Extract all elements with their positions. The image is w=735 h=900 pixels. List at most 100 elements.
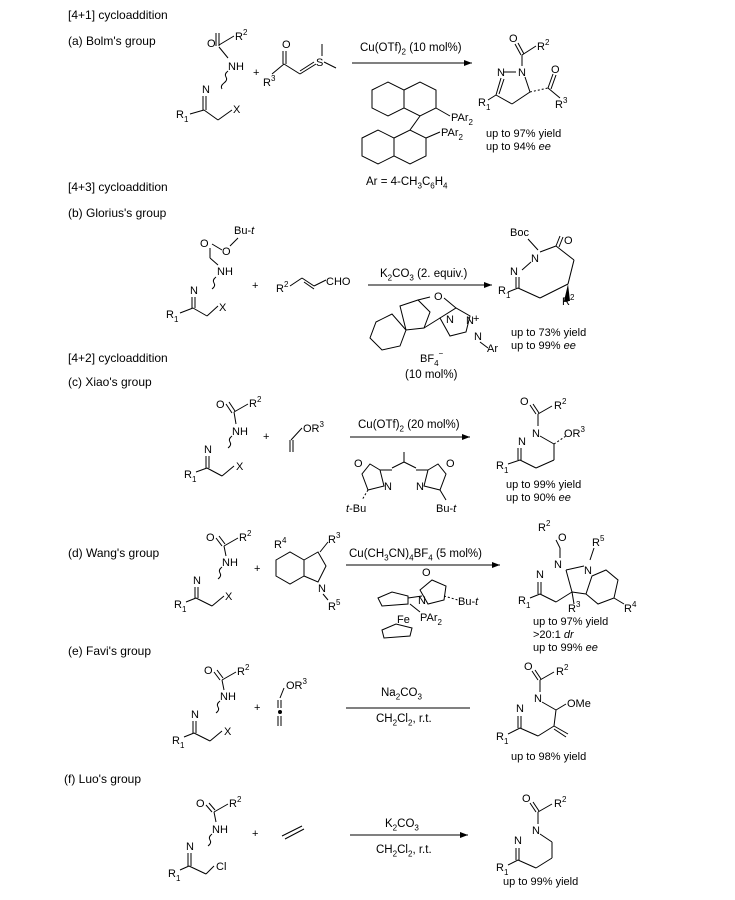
- svg-text:O: O: [509, 33, 518, 45]
- svg-text:N: N: [584, 565, 592, 577]
- svg-text:X: X: [224, 726, 232, 738]
- svg-text:R1: R1: [496, 460, 509, 475]
- svg-text:O: O: [558, 532, 567, 544]
- svg-text:CHO: CHO: [326, 276, 351, 288]
- substrate-hydrazone-a: O R2 NH N R1 X: [176, 28, 248, 124]
- svg-text:O: O: [207, 38, 216, 50]
- svg-text:PAr2: PAr2: [441, 127, 464, 142]
- svg-text:R2: R2: [237, 663, 250, 678]
- results-d: up to 97% yield >20:1 dr up to 99% ee: [533, 616, 608, 655]
- svg-text:Ar: Ar: [487, 343, 498, 355]
- svg-text:R2: R2: [249, 395, 262, 410]
- group-label-f: (f) Luo's group: [64, 772, 141, 786]
- condition-e-2: CH2Cl2, r.t.: [376, 713, 432, 728]
- substrate-hydrazone-b: Bu-t O O NH N R1 X: [166, 225, 255, 324]
- svg-text:O: O: [551, 64, 560, 76]
- alkoxyallene: OR3: [277, 677, 308, 726]
- box-ligand: O N O N t-Bu Bu-t: [346, 452, 457, 515]
- result-line: up to 98% yield: [511, 751, 587, 763]
- svg-text:N: N: [532, 825, 540, 837]
- svg-text:R2: R2: [562, 293, 575, 308]
- svg-text:OR3: OR3: [286, 677, 308, 692]
- svg-text:N: N: [384, 481, 392, 493]
- svg-text:R3: R3: [263, 74, 276, 89]
- section-header-4-3: [4+3] cycloaddition: [68, 180, 168, 194]
- substrate-hydrazone-e: O R2 NH N R1 X: [172, 663, 250, 750]
- catalyst-note-b: (10 mol%): [405, 369, 458, 381]
- svg-text:R1: R1: [496, 862, 509, 877]
- svg-text:t-Bu: t-Bu: [346, 503, 366, 515]
- svg-text:R2: R2: [537, 38, 550, 53]
- svg-text:O: O: [354, 458, 363, 470]
- results-c: up to 99% yield up to 90% ee: [506, 479, 581, 505]
- results-e: up to 98% yield: [511, 751, 586, 764]
- svg-text:N: N: [191, 709, 199, 721]
- svg-text:N: N: [518, 436, 526, 448]
- svg-text:N: N: [466, 315, 474, 327]
- condition-e: Na2CO3: [381, 687, 422, 702]
- svg-text:OMe: OMe: [567, 698, 591, 710]
- svg-text:NH: NH: [228, 61, 244, 73]
- svg-text:R2: R2: [554, 397, 567, 412]
- svg-text:N: N: [202, 84, 210, 96]
- svg-text:N: N: [514, 835, 522, 847]
- svg-text:R3: R3: [568, 600, 581, 615]
- svg-text:Fe: Fe: [397, 614, 410, 626]
- result-line: up to 99% yield: [503, 876, 579, 888]
- group-label-d: (d) Wang's group: [68, 546, 160, 560]
- svg-text:N: N: [534, 693, 542, 705]
- svg-text:O: O: [206, 532, 215, 544]
- condition-a: Cu(OTf)2 (10 mol%): [360, 42, 462, 57]
- svg-text:R1: R1: [166, 309, 179, 324]
- substrate-hydrazone-c: O R2 NH N R1 X: [184, 395, 262, 484]
- svg-text:R2: R2: [235, 28, 248, 43]
- svg-text:O: O: [524, 661, 533, 673]
- results-b: up to 73% yield up to 99% ee: [511, 327, 586, 353]
- condition-b: K2CO3 (2. equiv.): [380, 268, 468, 283]
- product-pyrazoline-a: O R2 N N R1 O R3: [478, 33, 568, 112]
- result-line: up to 99% yield: [506, 479, 582, 491]
- svg-text:N: N: [516, 703, 524, 715]
- svg-text:O: O: [564, 235, 573, 247]
- svg-text:O: O: [422, 567, 431, 579]
- svg-text:PAr2: PAr2: [451, 112, 474, 127]
- result-line: up to 99% ee: [533, 642, 598, 654]
- svg-text:R2: R2: [554, 795, 567, 810]
- svg-text:X: X: [233, 104, 241, 116]
- svg-text:R5: R5: [592, 534, 605, 549]
- svg-text:N: N: [518, 67, 526, 79]
- svg-text:N: N: [318, 583, 326, 595]
- group-label-a: (a) Bolm's group: [68, 34, 156, 48]
- group-label-b: (b) Glorius's group: [68, 206, 167, 220]
- substrate-hydrazone-d: O R2 NH N R1 X: [174, 529, 252, 614]
- condition-f-2: CH2Cl2, r.t.: [376, 844, 432, 859]
- condition-d: Cu(CH3CN)4BF4 (5 mol%): [349, 548, 482, 563]
- result-line: up to 94% ee: [486, 141, 551, 153]
- svg-text:N: N: [497, 67, 505, 79]
- condition-c: Cu(OTf)2 (20 mol%): [358, 419, 460, 434]
- svg-text:+: +: [473, 313, 479, 325]
- svg-text:OR3: OR3: [564, 425, 586, 440]
- svg-text:R3: R3: [555, 96, 568, 111]
- svg-text:Bu-t: Bu-t: [436, 503, 457, 515]
- svg-text:R2: R2: [556, 663, 569, 678]
- ferrocene-ligand: Fe O N Bu-t PAr2: [377, 567, 479, 639]
- svg-text:Cl: Cl: [216, 861, 226, 873]
- svg-text:N: N: [446, 314, 454, 326]
- svg-text:O: O: [200, 238, 209, 250]
- svg-text:O: O: [522, 793, 531, 805]
- svg-text:X: X: [225, 591, 233, 603]
- svg-text:R1: R1: [176, 109, 189, 124]
- svg-text:BF4−: BF4−: [420, 349, 444, 368]
- svg-text:R1: R1: [184, 469, 197, 484]
- svg-text:N: N: [532, 428, 540, 440]
- svg-text:N: N: [418, 595, 426, 607]
- svg-text:R2: R2: [276, 280, 289, 295]
- svg-text:O: O: [204, 665, 213, 677]
- svg-text:Bu-t: Bu-t: [234, 225, 255, 237]
- svg-text:R2: R2: [229, 795, 242, 810]
- svg-text:N: N: [186, 841, 194, 853]
- product-tetrahydropyridazine-c: O R2 N N R1 OR3: [496, 396, 586, 475]
- binap-ligand: PAr2 PAr2: [361, 81, 474, 165]
